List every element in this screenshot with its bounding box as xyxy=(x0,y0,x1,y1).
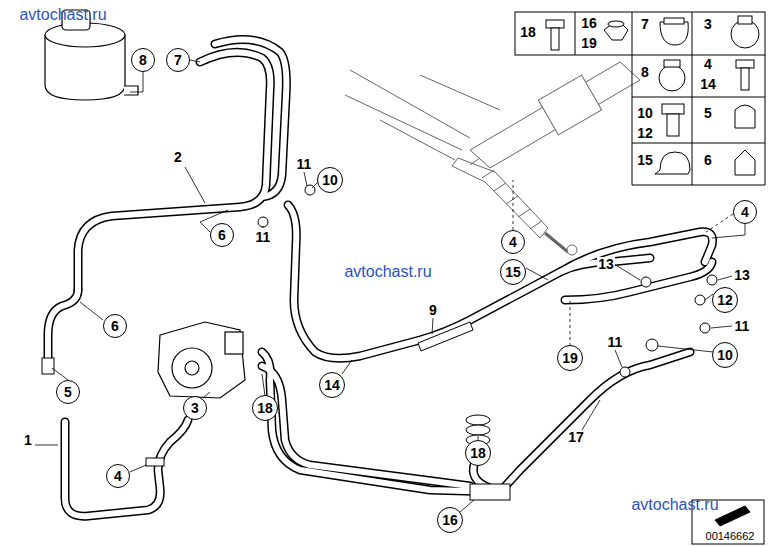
callout-number: 18 xyxy=(257,401,273,415)
callout-number: 17 xyxy=(567,430,585,444)
callout-number: 10 xyxy=(717,348,733,362)
callout-number: 6 xyxy=(111,319,119,333)
table-cell: 15 xyxy=(637,153,653,167)
callout-number: 10 xyxy=(322,173,338,187)
callout-circle: 14 xyxy=(319,372,345,398)
callout-circle: 16 xyxy=(437,507,463,533)
table-cell: 19 xyxy=(581,36,597,50)
callout-number: 3 xyxy=(191,401,199,415)
callout-number: 16 xyxy=(442,513,458,527)
callout-number: 11 xyxy=(255,230,272,244)
watermark: avtochast.ru xyxy=(344,264,431,280)
callout-circle: 6 xyxy=(210,223,234,247)
callout-circle: 12 xyxy=(712,287,738,313)
callout-number: 14 xyxy=(324,378,340,392)
table-cell: 4 xyxy=(704,57,712,71)
table-cell: 14 xyxy=(700,77,716,91)
callout-number: 4 xyxy=(114,469,122,483)
callout-circle: 4 xyxy=(501,230,525,254)
callout-circle: 18 xyxy=(252,395,278,421)
callout-circle: 4 xyxy=(106,464,130,488)
callout-number: 12 xyxy=(717,293,733,307)
table-cell: 5 xyxy=(704,106,712,120)
callout-circle: 5 xyxy=(56,380,80,404)
table-cell: 8 xyxy=(641,65,649,79)
callout-number: 4 xyxy=(741,205,749,219)
callout-circle: 3 xyxy=(183,396,207,420)
table-cell: 6 xyxy=(704,153,712,167)
callout-circle: 19 xyxy=(557,345,583,371)
watermark: avtochast.ru xyxy=(631,497,718,513)
callout-number: 8 xyxy=(139,53,147,67)
callout-number: 13 xyxy=(733,268,751,282)
callout-circle: 10 xyxy=(317,167,343,193)
callout-circle: 10 xyxy=(712,342,738,368)
table-cell: 16 xyxy=(581,16,597,30)
callout-number: 19 xyxy=(562,351,578,365)
callout-circle: 15 xyxy=(500,259,526,285)
table-cell: 3 xyxy=(704,17,712,31)
table-cell: 18 xyxy=(520,25,536,39)
callout-number: 2 xyxy=(173,150,183,164)
callout-number: 15 xyxy=(505,265,521,279)
callout-circle: 7 xyxy=(166,48,190,72)
diagram-code: 00146662 xyxy=(706,531,755,542)
callout-circle: 8 xyxy=(131,48,155,72)
callout-number: 4 xyxy=(509,235,517,249)
table-cell: 12 xyxy=(637,126,653,140)
callout-circle: 4 xyxy=(733,200,757,224)
callout-number: 7 xyxy=(174,53,182,67)
callout-number: 9 xyxy=(428,303,438,317)
table-cell: 10 xyxy=(637,106,653,120)
watermark: avtochast.ru xyxy=(19,7,106,23)
callout-number: 11 xyxy=(607,335,624,349)
callout-number: 18 xyxy=(470,446,486,460)
callout-circle: 18 xyxy=(465,440,491,466)
callout-number: 6 xyxy=(218,228,226,242)
callout-number: 11 xyxy=(734,319,751,333)
callout-number: 5 xyxy=(64,385,72,399)
callout-circle: 6 xyxy=(103,314,127,338)
table-cell: 7 xyxy=(641,17,649,31)
callout-number: 1 xyxy=(23,433,33,447)
callout-number: 11 xyxy=(296,157,313,171)
callout-number: 13 xyxy=(597,257,615,271)
